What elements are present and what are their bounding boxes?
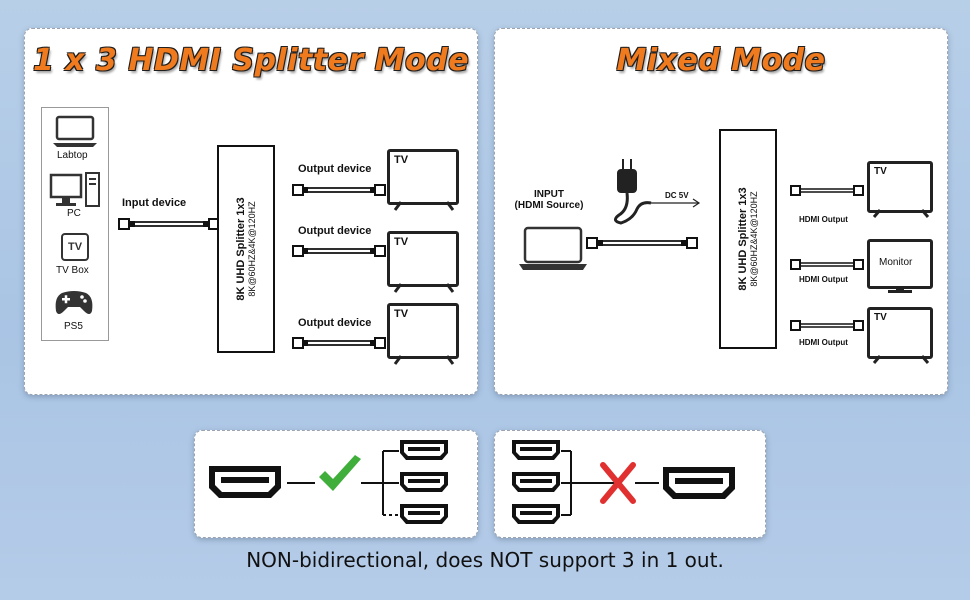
splitter-model: 8K UHD Splitter 1x3 — [235, 197, 247, 301]
tv-stand-icon — [393, 283, 455, 293]
branch-lines — [361, 450, 399, 516]
tv-label: TV — [394, 308, 409, 320]
splitter-device: 8K UHD Splitter 1x3 8K@60HZ&4K@120HZ — [217, 145, 275, 353]
output-device-label: Output device — [298, 317, 372, 329]
tv-display: TV — [387, 303, 459, 359]
merge-lines — [561, 450, 619, 516]
tv-display: TV — [867, 307, 933, 359]
source-label-tvbox: TV Box — [56, 265, 89, 276]
monitor-label: Monitor — [879, 257, 913, 268]
splitter-spec: 8K@60HZ&4K@120HZ — [247, 201, 257, 297]
source-label-laptop: Labtop — [57, 150, 88, 161]
footer-note: NON-bidirectional, does NOT support 3 in… — [246, 548, 724, 572]
tv-display: TV — [867, 161, 933, 213]
splitter-label: 8K UHD Splitter 1x3 8K@60HZ&4K@120HZ — [737, 187, 759, 290]
power-adapter-icon — [614, 159, 701, 225]
check-icon — [319, 455, 361, 491]
hdmi-output-label: HDMI Output — [799, 215, 848, 224]
output-hdmi-cable — [292, 245, 386, 257]
laptop-icon — [53, 115, 97, 147]
tv-display: TV — [387, 149, 459, 205]
hdmi-connector-icon — [512, 440, 560, 460]
tv-label: TV — [394, 236, 409, 248]
input-label-line2: (HDMI Source) — [514, 200, 584, 211]
hdmi-connector-icon — [400, 504, 448, 524]
splitter-label: 8K UHD Splitter 1x3 8K@60HZ&4K@120HZ — [235, 197, 257, 300]
hdmi-output-label: HDMI Output — [799, 275, 848, 284]
tv-stand-icon — [393, 355, 455, 365]
mixed-mode-title: Mixed Mode — [616, 43, 826, 78]
output-device-label: Output device — [298, 163, 372, 175]
splitter-device: 8K UHD Splitter 1x3 8K@60HZ&4K@120HZ — [719, 129, 777, 349]
input-hdmi-cable — [118, 218, 220, 230]
mixed-mode-panel: Mixed Mode INPUT (HDMI Source) DC 5V 8K … — [494, 28, 948, 395]
output-hdmi-cable — [790, 259, 864, 270]
connection-line — [635, 482, 659, 484]
output-hdmi-cable — [292, 184, 386, 196]
connection-line — [287, 482, 315, 484]
tv-stand-icon — [393, 201, 455, 211]
input-device-label: Input device — [122, 197, 187, 209]
input-source-label: INPUT (HDMI Source) — [513, 189, 585, 211]
splitter-model: 8K UHD Splitter 1x3 — [737, 187, 749, 291]
supported-direction-panel — [194, 430, 478, 538]
splitter-mode-panel: 1 x 3 HDMI Splitter Mode Labtop PC TV TV… — [24, 28, 478, 395]
tv-label: TV — [874, 166, 887, 177]
power-label: DC 5V — [665, 191, 689, 200]
input-hdmi-cable — [586, 237, 698, 249]
hdmi-connector-icon — [663, 467, 735, 499]
tv-display: TV — [387, 231, 459, 287]
output-hdmi-cable — [790, 185, 864, 196]
splitter-spec: 8K@60HZ&4K@120HZ — [749, 191, 759, 287]
hdmi-connector-icon — [512, 504, 560, 524]
splitter-mode-title: 1 x 3 HDMI Splitter Mode — [32, 43, 470, 78]
hdmi-output-label: HDMI Output — [799, 338, 848, 347]
output-hdmi-cable — [292, 337, 386, 349]
output-device-label: Output device — [298, 225, 372, 237]
unsupported-direction-panel — [494, 430, 766, 538]
monitor-display: Monitor — [867, 239, 933, 289]
source-label-ps5: PS5 — [64, 321, 83, 332]
source-devices-box — [41, 107, 109, 341]
hdmi-connector-icon — [400, 440, 448, 460]
hdmi-connector-icon — [400, 472, 448, 492]
input-label-line1: INPUT — [534, 189, 564, 200]
cross-icon — [600, 462, 636, 504]
hdmi-connector-icon — [209, 466, 281, 498]
laptop-icon — [519, 226, 587, 270]
gamepad-icon — [55, 291, 93, 314]
tv-stand-icon — [872, 355, 930, 364]
source-label-pc: PC — [67, 208, 81, 219]
output-hdmi-cable — [790, 320, 864, 331]
tvbox-icon: TV — [61, 233, 89, 261]
tv-label: TV — [394, 154, 409, 166]
tv-label: TV — [874, 312, 887, 323]
tv-stand-icon — [872, 209, 930, 218]
pc-icon — [49, 172, 100, 207]
hdmi-connector-icon — [512, 472, 560, 492]
monitor-stand-icon — [888, 286, 912, 293]
